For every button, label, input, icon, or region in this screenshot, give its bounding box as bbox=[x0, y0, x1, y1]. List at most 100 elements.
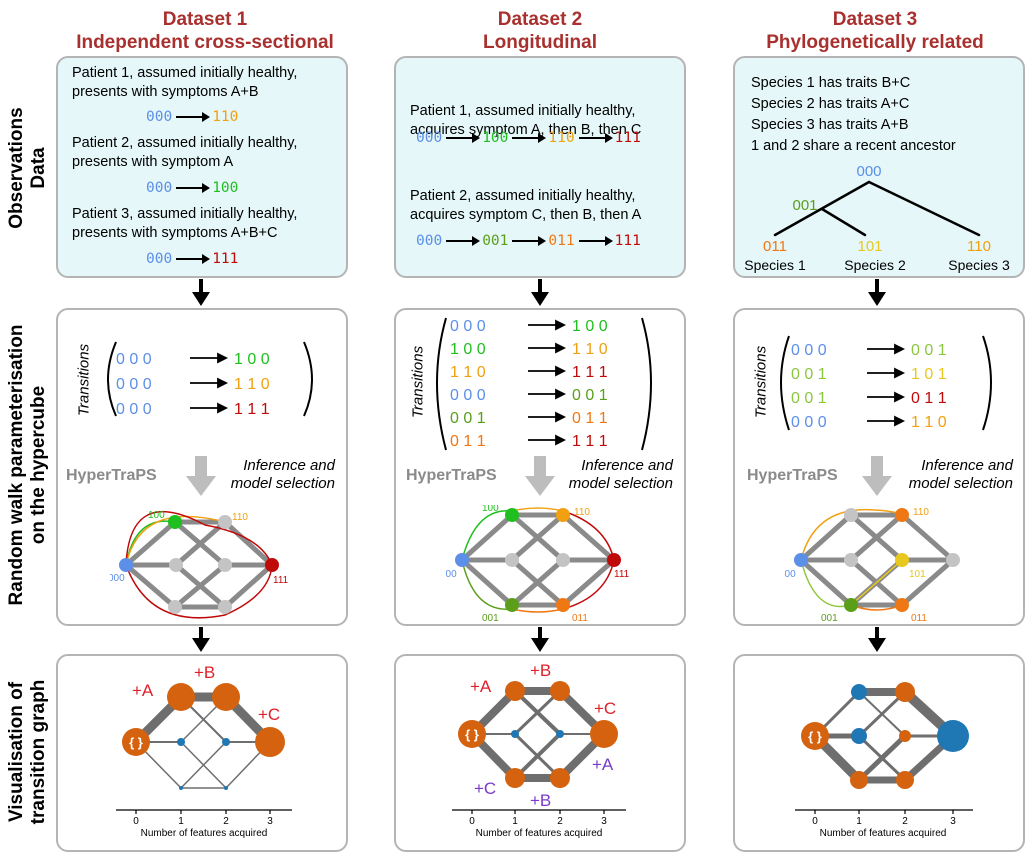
svg-text:0 0 1: 0 0 1 bbox=[791, 366, 827, 383]
svg-text:0 0 1: 0 0 1 bbox=[791, 390, 827, 407]
svg-text:2: 2 bbox=[223, 816, 229, 827]
hypercube-graph-3: 000 110 101 001 011 bbox=[785, 507, 960, 624]
svg-text:110: 110 bbox=[913, 507, 929, 518]
svg-text:0 0 1: 0 0 1 bbox=[450, 410, 486, 427]
svg-text:{ }: { } bbox=[808, 729, 822, 744]
svg-text:Species 3: Species 3 bbox=[948, 257, 1010, 273]
svg-text:0 0 0: 0 0 0 bbox=[116, 376, 152, 393]
svg-text:011: 011 bbox=[763, 238, 787, 255]
svg-text:101: 101 bbox=[857, 238, 882, 255]
svg-text:110: 110 bbox=[574, 507, 590, 518]
svg-text:0 0 1: 0 0 1 bbox=[572, 387, 608, 404]
svg-text:0 0 0: 0 0 0 bbox=[116, 351, 152, 368]
svg-text:0 0 0: 0 0 0 bbox=[450, 387, 486, 404]
method-name-3: HyperTraPS bbox=[747, 467, 838, 484]
svg-text:0 0 0: 0 0 0 bbox=[791, 342, 827, 359]
observations-panel-1: Patient 1, assumed initially healthy, pr… bbox=[56, 56, 348, 278]
svg-text:000: 000 bbox=[856, 163, 881, 180]
svg-text:001: 001 bbox=[821, 613, 838, 624]
svg-text:1: 1 bbox=[178, 816, 184, 827]
svg-text:Number of features acquired: Number of features acquired bbox=[476, 828, 603, 839]
svg-text:+B: +B bbox=[530, 661, 551, 680]
svg-text:0 0 0: 0 0 0 bbox=[791, 414, 827, 431]
svg-text:1 0 0: 1 0 0 bbox=[450, 341, 486, 358]
svg-text:1 1 1: 1 1 1 bbox=[234, 401, 270, 418]
svg-text:1 0 0: 1 0 0 bbox=[572, 318, 608, 335]
svg-text:+A: +A bbox=[470, 677, 492, 696]
visualisation-panel-1 bbox=[56, 654, 348, 852]
svg-text:+B: +B bbox=[530, 791, 551, 810]
svg-text:001: 001 bbox=[792, 197, 817, 214]
svg-text:0 1 1: 0 1 1 bbox=[572, 410, 608, 427]
svg-text:+A: +A bbox=[132, 681, 154, 700]
svg-text:100: 100 bbox=[482, 505, 499, 514]
svg-text:3: 3 bbox=[601, 816, 607, 827]
dataset-1-title: Dataset 1 Independent cross-sectional bbox=[76, 9, 334, 53]
svg-text:2: 2 bbox=[557, 816, 563, 827]
svg-text:1 1 1: 1 1 1 bbox=[572, 433, 608, 450]
svg-text:0 0 0: 0 0 0 bbox=[116, 401, 152, 418]
transition-graph-1: { } +A +B +C 0 1 2 3 Number of features … bbox=[116, 663, 292, 839]
svg-text:{ }: { } bbox=[465, 727, 479, 742]
svg-text:{ }: { } bbox=[129, 735, 143, 750]
svg-text:+A: +A bbox=[592, 755, 614, 774]
svg-text:1 1 0: 1 1 0 bbox=[911, 414, 947, 431]
svg-text:1: 1 bbox=[512, 816, 518, 827]
svg-text:0 1 1: 0 1 1 bbox=[450, 433, 486, 450]
svg-text:100: 100 bbox=[148, 510, 165, 521]
svg-text:0: 0 bbox=[469, 816, 475, 827]
svg-text:111: 111 bbox=[614, 569, 630, 580]
svg-text:Species 1: Species 1 bbox=[744, 257, 806, 273]
transition-graph-2: { } +A +B +C +C +B +A 0 1 2 3 Number of … bbox=[452, 661, 626, 839]
svg-text:3: 3 bbox=[267, 816, 273, 827]
dataset-2-title: Dataset 2 Longitudinal bbox=[483, 9, 597, 53]
observations-panel-3: Species 1 has traits B+C Species 2 has t… bbox=[733, 56, 1025, 278]
transition-graph-3: { } 0 1 2 3 Number of features acquired bbox=[795, 682, 973, 839]
svg-text:Number of features acquired: Number of features acquired bbox=[141, 828, 268, 839]
transition-matrix-3: 0 0 0 0 0 1 0 0 1 1 0 1 0 0 1 0 1 1 0 0 … bbox=[780, 335, 992, 431]
method-name-1: HyperTraPS bbox=[66, 467, 157, 484]
dataset-3-title: Dataset 3 Phylogenetically related bbox=[766, 9, 984, 53]
svg-text:0 1 1: 0 1 1 bbox=[911, 390, 947, 407]
svg-text:110: 110 bbox=[232, 512, 248, 523]
svg-text:000: 000 bbox=[110, 573, 125, 584]
svg-text:Number of features acquired: Number of features acquired bbox=[820, 828, 947, 839]
start-node bbox=[122, 728, 150, 756]
svg-text:+C: +C bbox=[258, 705, 280, 724]
svg-text:110: 110 bbox=[967, 238, 991, 255]
svg-text:1 0 1: 1 0 1 bbox=[911, 366, 947, 383]
obs-seq: 000 100 110 111 bbox=[416, 130, 641, 146]
svg-text:+C: +C bbox=[474, 779, 496, 798]
svg-text:011: 011 bbox=[911, 613, 927, 624]
obs-seq: 000 001 011 111 bbox=[416, 233, 641, 249]
hypercube-graph-1: 000 100 110 111 bbox=[110, 510, 289, 619]
svg-text:1 1 0: 1 1 0 bbox=[572, 341, 608, 358]
svg-text:101: 101 bbox=[909, 569, 926, 580]
svg-text:000: 000 bbox=[446, 569, 457, 580]
svg-text:1 1 1: 1 1 1 bbox=[572, 364, 608, 381]
transition-matrix-2: 0 0 0 1 0 0 1 0 0 1 1 0 1 1 0 1 1 1 0 0 … bbox=[436, 317, 652, 451]
svg-text:1: 1 bbox=[856, 816, 862, 827]
svg-text:2: 2 bbox=[902, 816, 908, 827]
svg-text:3: 3 bbox=[950, 816, 956, 827]
observations-panel-2: Patient 1, assumed initially healthy, ac… bbox=[394, 56, 686, 278]
method-name-2: HyperTraPS bbox=[406, 467, 497, 484]
svg-text:000: 000 bbox=[785, 569, 796, 580]
svg-text:0: 0 bbox=[133, 816, 139, 827]
svg-text:+C: +C bbox=[594, 699, 616, 718]
phylogenetic-tree: 000 001 011 101 110 Species 1 Species 2 … bbox=[744, 163, 1010, 273]
svg-text:001: 001 bbox=[482, 613, 499, 624]
svg-text:Species 2: Species 2 bbox=[844, 257, 906, 273]
svg-text:0 0 1: 0 0 1 bbox=[911, 342, 947, 359]
svg-text:0: 0 bbox=[812, 816, 818, 827]
svg-text:011: 011 bbox=[572, 613, 588, 624]
transition-matrix-1: 0 0 0 1 0 0 0 0 0 1 1 0 0 0 0 1 1 1 bbox=[107, 341, 313, 418]
svg-text:0 0 0: 0 0 0 bbox=[450, 318, 486, 335]
svg-text:1 1 0: 1 1 0 bbox=[450, 364, 486, 381]
